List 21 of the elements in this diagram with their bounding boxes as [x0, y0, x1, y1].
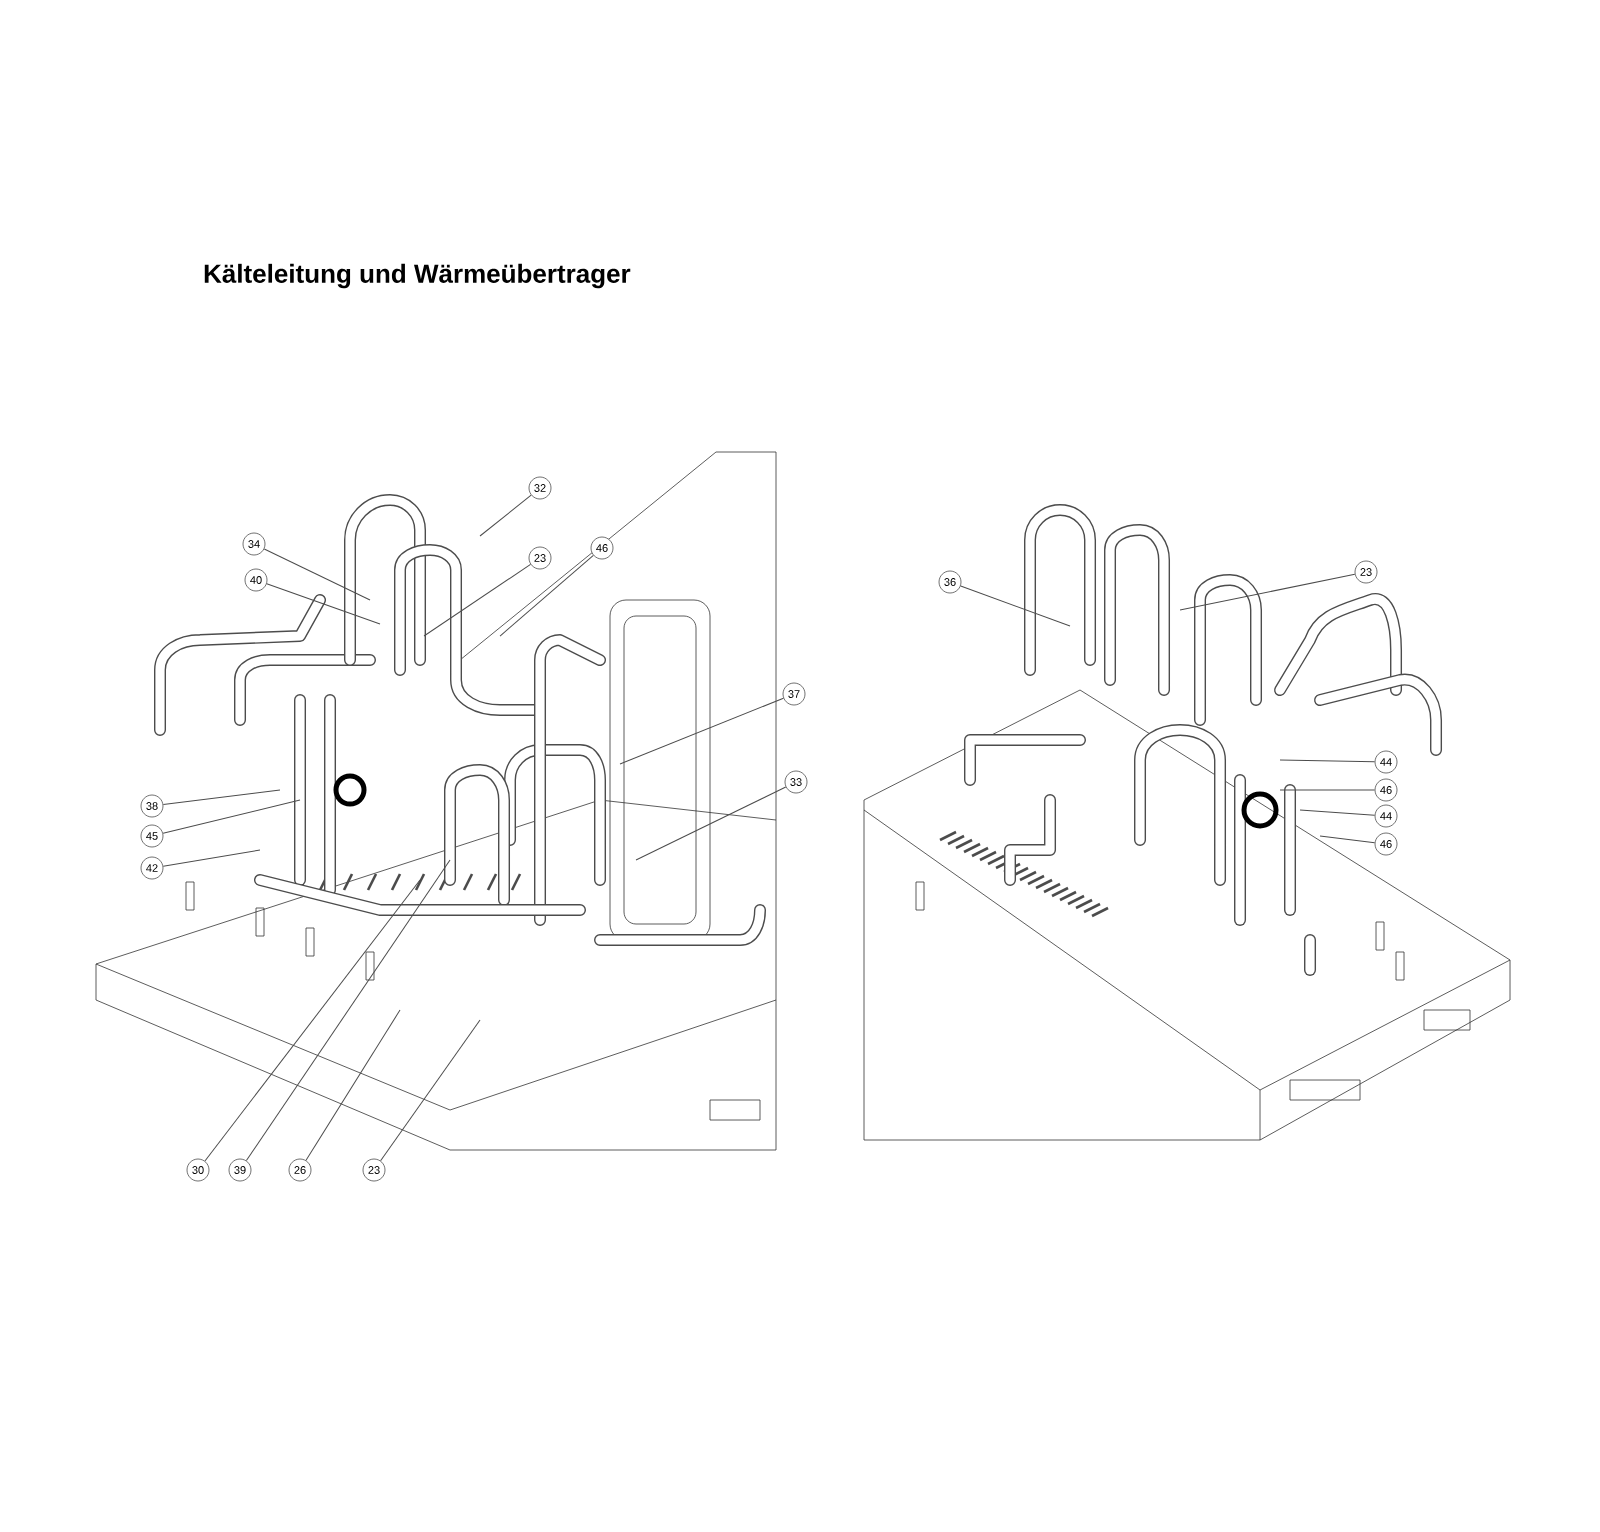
- leader-line: [305, 1009, 401, 1161]
- leader-line: [1279, 789, 1376, 791]
- leader-line: [263, 548, 371, 601]
- leader-line: [162, 849, 261, 867]
- leader-line: [245, 859, 451, 1162]
- leader-line: [162, 789, 281, 806]
- leader-line: [266, 583, 381, 625]
- leader-line: [1279, 759, 1376, 763]
- leader-line: [1299, 809, 1376, 816]
- leader-line: [162, 799, 301, 834]
- title: Kälteleitung und Wärmeübertrager: [204, 263, 631, 289]
- leader-line: [380, 1019, 481, 1162]
- leader-line: [499, 554, 594, 637]
- leader-line: [479, 494, 532, 537]
- leader-line: [619, 697, 784, 765]
- leader-line: [960, 585, 1071, 627]
- leader-line: [635, 786, 787, 861]
- leader-line: [204, 879, 421, 1162]
- leader-line: [1179, 573, 1356, 611]
- leader-line: [1319, 835, 1376, 844]
- leader-line: [423, 563, 532, 637]
